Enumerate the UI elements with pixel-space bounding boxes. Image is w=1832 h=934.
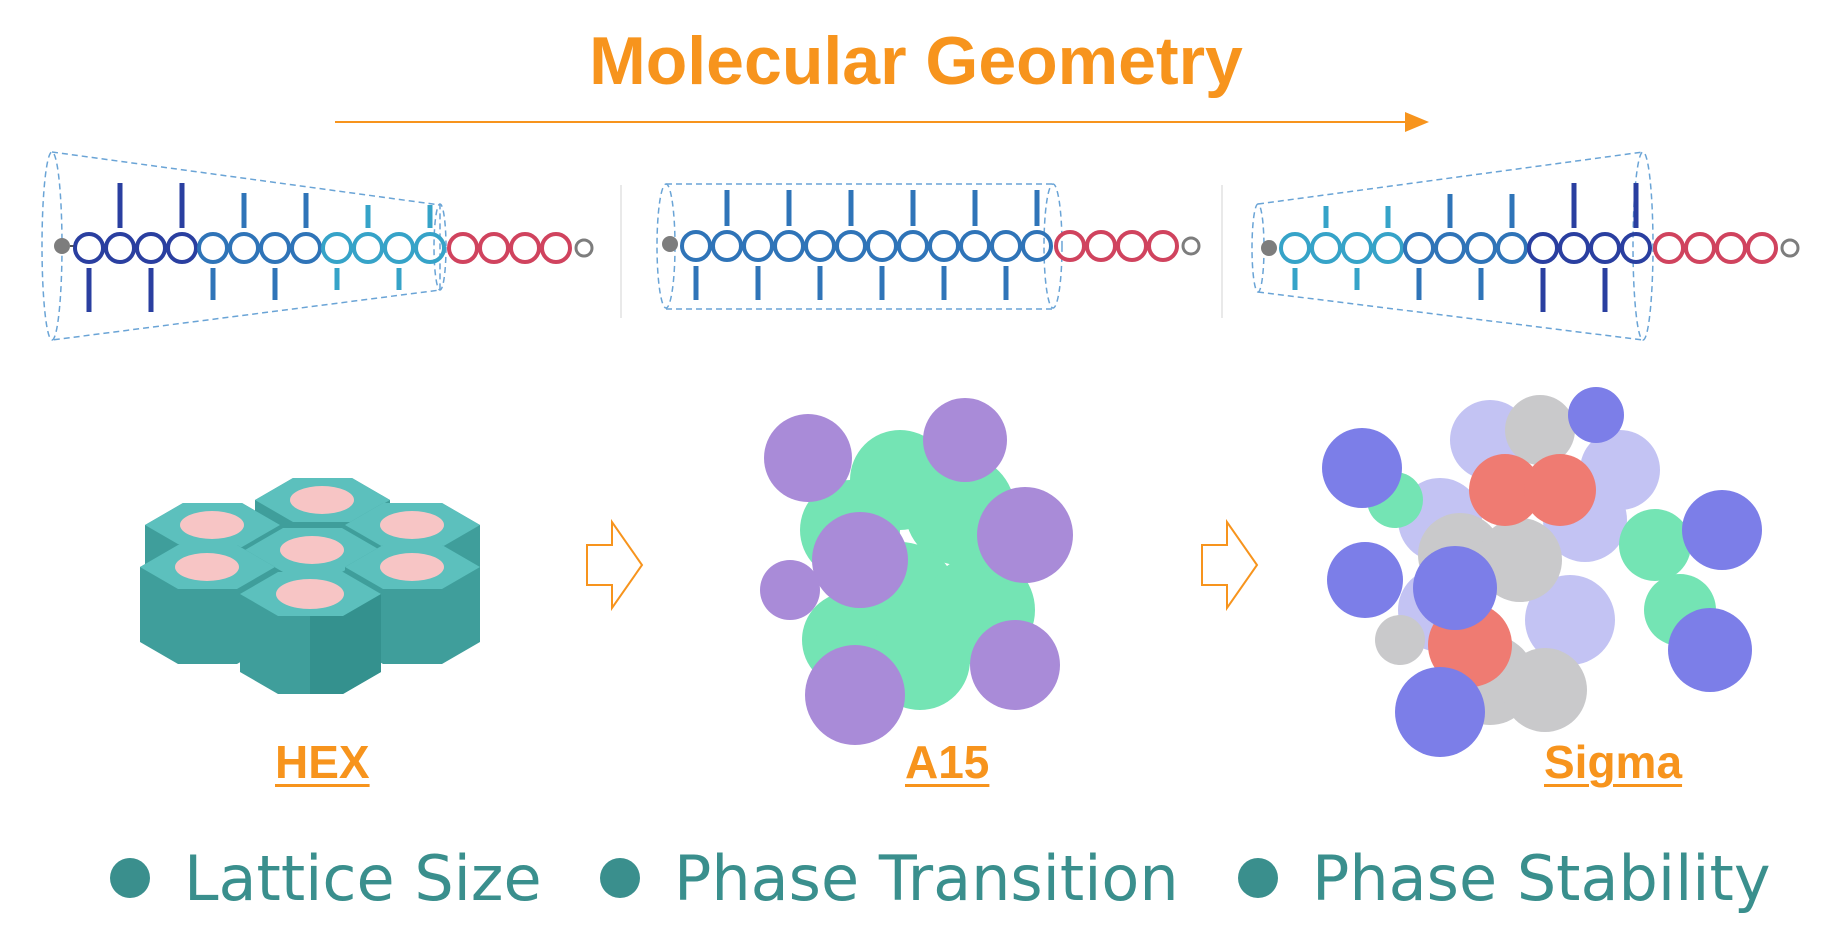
arrow-right-outline-icon <box>586 518 644 612</box>
phase-label-hex: HEX <box>275 736 370 788</box>
feature-lattice-size: Lattice Size <box>110 838 542 918</box>
molecule-cone-right <box>1251 151 1800 341</box>
bullet-dot-icon <box>110 858 150 898</box>
feature-label: Phase Transition <box>674 841 1179 915</box>
phase-label-sigma: Sigma <box>1544 736 1683 788</box>
sigma-lattice-illustration <box>1322 387 1762 757</box>
phase-label-a15: A15 <box>905 736 990 788</box>
arrow-right-outline-icon <box>1201 518 1259 612</box>
feature-label: Lattice Size <box>184 841 542 915</box>
a15-lattice-illustration <box>760 398 1073 745</box>
diagram-title: Molecular Geometry <box>589 23 1243 99</box>
molecule-cylinder-middle <box>656 183 1201 310</box>
feature-phase-stability: Phase Stability <box>1238 838 1771 918</box>
feature-label: Phase Stability <box>1312 841 1771 915</box>
hex-lattice-illustration <box>140 478 480 694</box>
molecule-cone-left <box>41 151 594 341</box>
bullet-dot-icon <box>600 858 640 898</box>
bullet-dot-icon <box>1238 858 1278 898</box>
feature-phase-transition: Phase Transition <box>600 838 1179 918</box>
